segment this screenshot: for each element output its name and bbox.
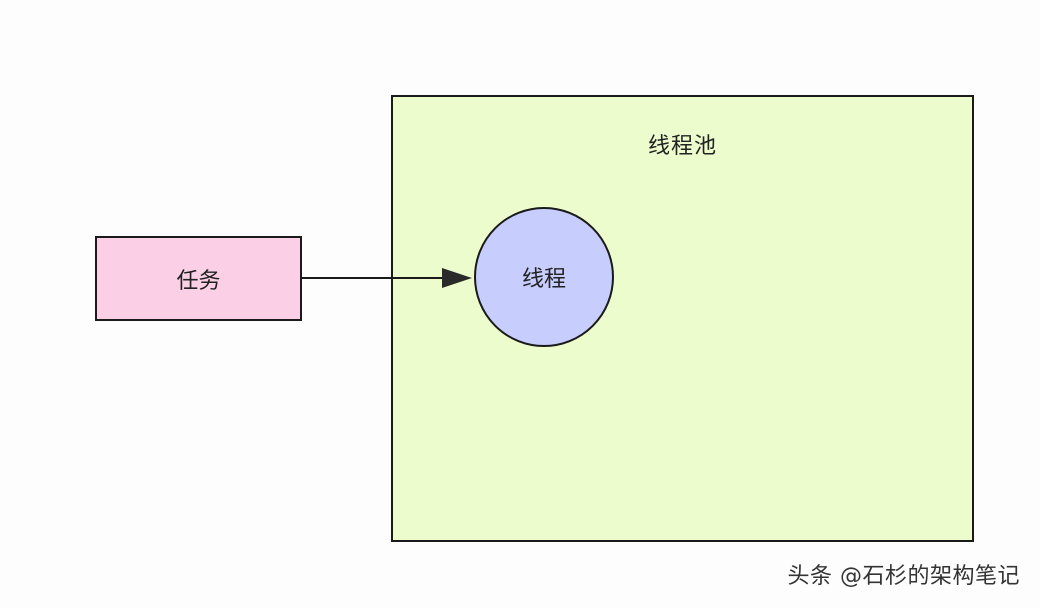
watermark: 头条 @石杉的架构笔记 [787, 564, 1020, 589]
task-label: 任务 [176, 268, 221, 294]
thread-pool-label: 线程池 [647, 134, 717, 159]
thread-circle: 线程 [474, 207, 614, 347]
thread-label: 线程 [521, 267, 566, 292]
task-box: 任务 [95, 236, 302, 321]
arrow-head [442, 268, 472, 288]
